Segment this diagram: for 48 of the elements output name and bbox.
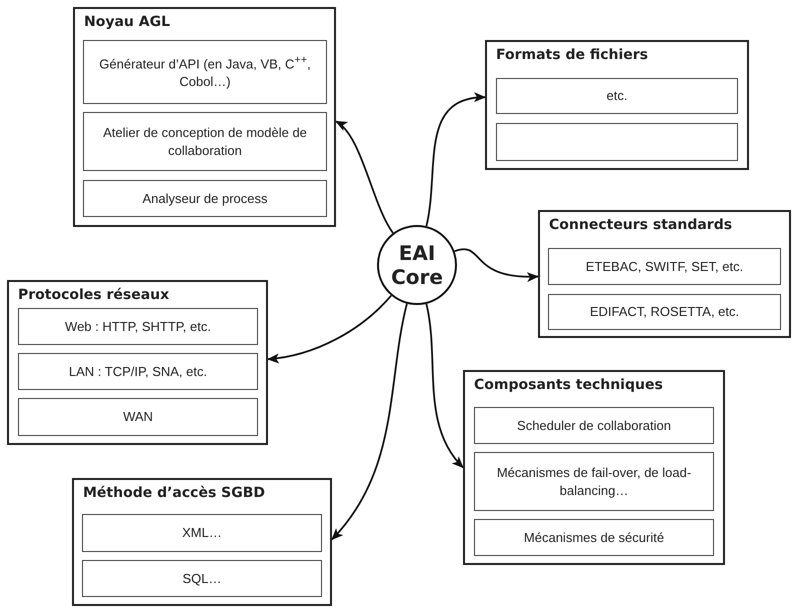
item-label: Analyseur de process <box>141 190 268 208</box>
item-box <box>82 514 322 552</box>
core-label: EAI Core <box>390 241 444 289</box>
arrow <box>331 304 408 540</box>
item-box <box>548 248 781 285</box>
item-box <box>83 40 327 104</box>
empty-box <box>496 123 738 161</box>
item-label: etc. <box>606 87 628 105</box>
arrow <box>454 248 539 282</box>
item-label: WAN <box>122 408 154 426</box>
item-label: XML… <box>181 524 223 542</box>
group-panel <box>73 7 336 227</box>
panel-heading: Méthode d’accès SGBD <box>83 485 266 501</box>
arrow <box>426 304 464 468</box>
item-label: Mécanismes de sécurité <box>522 528 666 546</box>
item-box <box>83 112 327 171</box>
arrow <box>426 93 486 226</box>
item-label: LAN : TCP/IP, SNA, etc. <box>68 362 208 380</box>
panel-heading: Formats de fichiers <box>496 47 648 63</box>
item-box <box>82 560 322 597</box>
item-box <box>548 294 781 330</box>
item-box <box>18 308 258 345</box>
panel-heading: Protocoles réseaux <box>18 287 170 303</box>
group-panel <box>72 478 332 606</box>
panel-heading: Noyau AGL <box>84 14 170 30</box>
item-label: EDIFACT, ROSETTA, etc. <box>588 303 740 321</box>
group-panel <box>538 210 791 338</box>
item-label: Mécanismes de fail-over, de load-balancing… <box>496 464 692 500</box>
item-label: Web : HTTP, SHTTP, etc. <box>64 318 212 336</box>
item-box <box>18 398 258 436</box>
item-label: ETEBAC, SWITF, SET, etc. <box>584 258 744 276</box>
item-label: Atelier de conception de modèle de collaboration <box>102 124 308 160</box>
item-box <box>474 519 714 556</box>
group-panel <box>7 280 268 445</box>
item-label: Générateur d’API (en Java, VB, C$^{++}$, Cobol…) <box>98 53 312 91</box>
item-box <box>18 353 258 390</box>
arrow <box>335 120 394 234</box>
item-label: SQL… <box>181 570 222 588</box>
item-box <box>474 407 714 444</box>
item-box <box>83 180 327 217</box>
group-panel <box>485 40 749 170</box>
arrow <box>267 294 392 363</box>
item-box <box>474 452 714 511</box>
panel-heading: Connecteurs standards <box>549 217 732 233</box>
panel-heading: Composants techniques <box>474 377 663 393</box>
item-label: Scheduler de collaboration <box>516 416 672 434</box>
group-panel <box>463 370 725 565</box>
item-box <box>496 78 738 114</box>
